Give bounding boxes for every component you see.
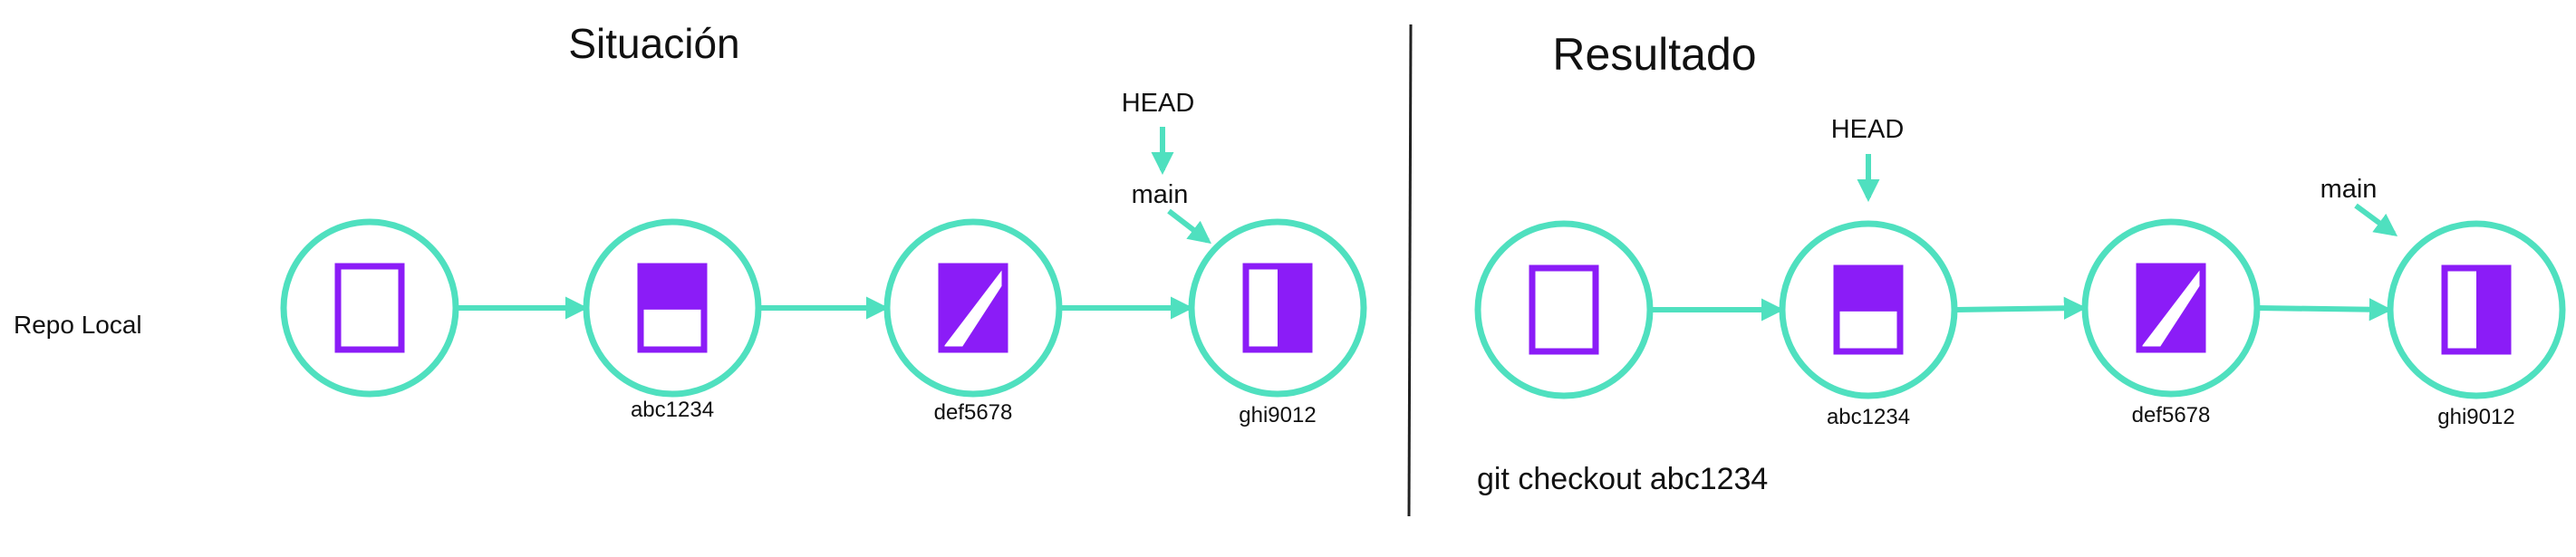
right-filled-box-icon xyxy=(1242,263,1313,353)
commit-circle xyxy=(280,218,459,398)
commit-hash-label: def5678 xyxy=(2132,403,2211,427)
top-filled-box-icon xyxy=(637,263,708,353)
commit-circle xyxy=(1474,220,1654,399)
right-filled-box-icon xyxy=(2441,264,2512,355)
left-nodes: abc1234 def5678 ghi9012 xyxy=(280,218,1367,427)
repo-local-label: Repo Local xyxy=(14,311,142,339)
right-main-arrow xyxy=(2354,203,2398,236)
top-filled-box-icon xyxy=(1833,264,1904,355)
left-head-label: HEAD xyxy=(1122,89,1195,118)
right-title: Resultado xyxy=(1552,29,1756,80)
right-nodes: abc1234 def5678 ghi9012 xyxy=(1474,218,2566,429)
commit-hash-label: abc1234 xyxy=(631,398,714,422)
diagonal-filled-box-icon xyxy=(2136,263,2206,353)
commit-node: def5678 xyxy=(2081,218,2261,427)
commit-hash-label: ghi9012 xyxy=(1239,403,1316,427)
empty-box-icon xyxy=(1529,264,1599,355)
right-head-label: HEAD xyxy=(1831,115,1905,144)
diagonal-filled-box-icon xyxy=(938,263,1008,353)
right-section: abc1234 def5678 ghi9012 HEAD main git chec… xyxy=(1474,115,2566,496)
commit-hash-label: ghi9012 xyxy=(2437,405,2514,429)
commit-node: ghi9012 xyxy=(2387,220,2566,429)
commit-node: abc1234 xyxy=(1779,220,1958,429)
commit-node xyxy=(1474,220,1654,399)
section-divider xyxy=(1407,24,1413,517)
commit-hash-label: def5678 xyxy=(934,400,1013,425)
left-main-arrow xyxy=(1167,208,1211,245)
left-section: abc1234 def5678 ghi9012 HEAD main xyxy=(280,89,1367,427)
commit-edge xyxy=(1954,296,2088,320)
commit-node: abc1234 xyxy=(583,218,762,422)
commit-node: ghi9012 xyxy=(1188,218,1367,427)
command-text: git checkout abc1234 xyxy=(1477,462,1768,496)
left-title: Situación xyxy=(568,20,739,67)
right-edges xyxy=(1650,296,2393,322)
empty-box-icon xyxy=(334,263,405,353)
right-main-label: main xyxy=(2320,175,2378,204)
commit-hash-label: abc1234 xyxy=(1827,405,1910,429)
commit-node: def5678 xyxy=(883,218,1063,425)
left-main-label: main xyxy=(1132,180,1189,209)
commit-node xyxy=(280,218,459,398)
commit-edge xyxy=(2256,298,2393,322)
